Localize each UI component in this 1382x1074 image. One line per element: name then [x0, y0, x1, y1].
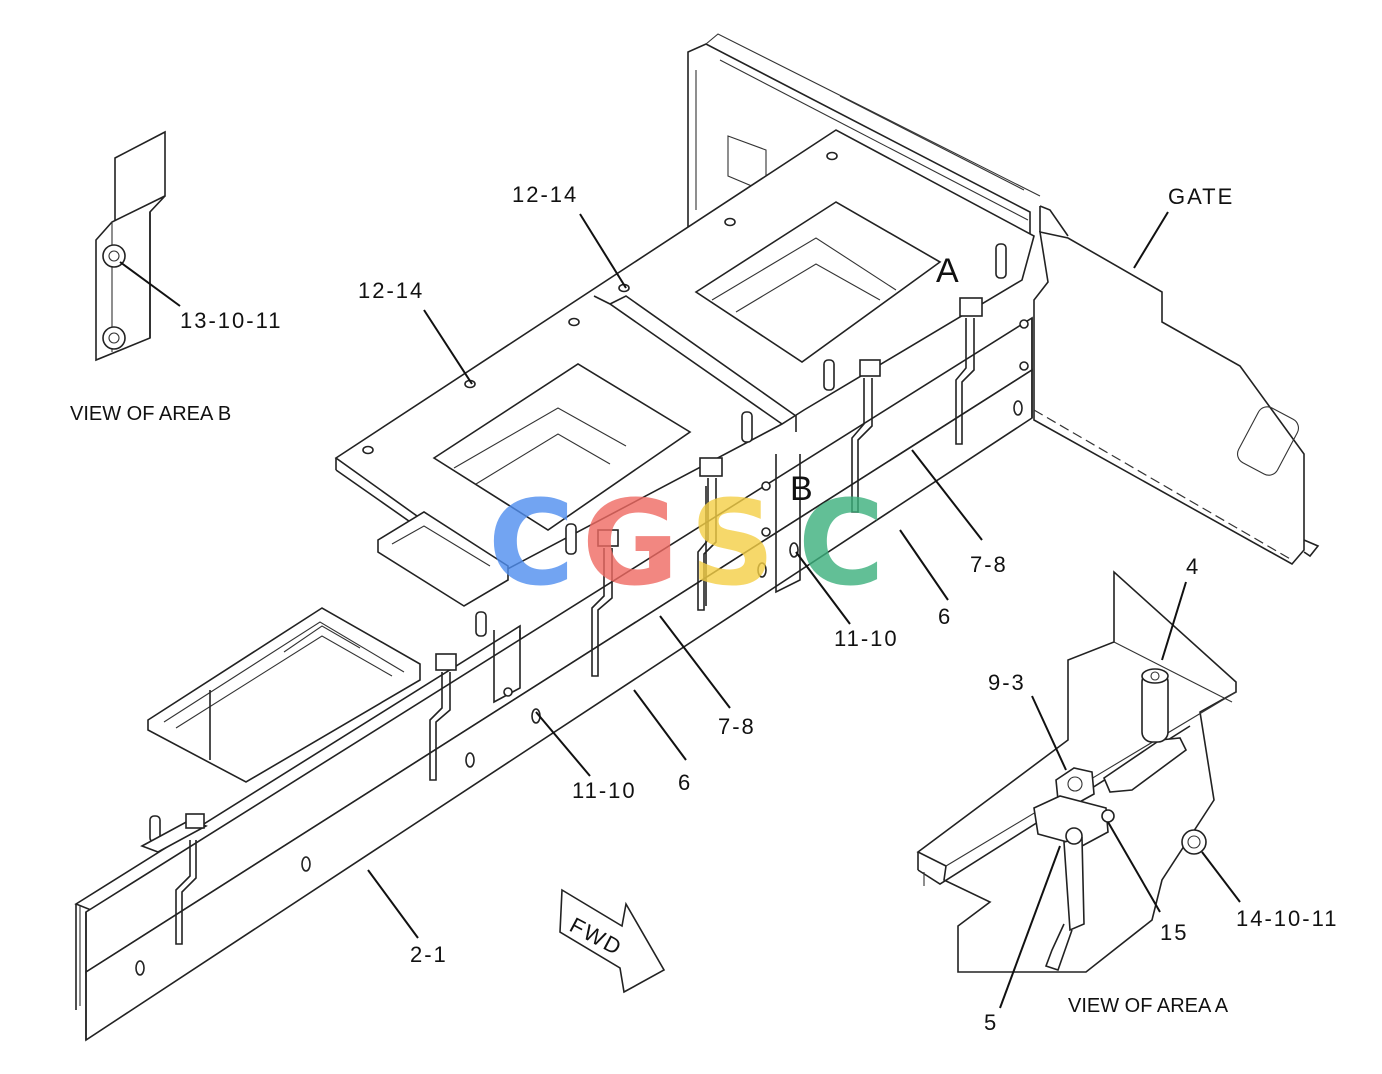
bolt-icon — [761, 481, 771, 491]
bolt-icon — [1181, 829, 1207, 855]
latch-icon — [955, 243, 1007, 445]
callout-6-left: 6 — [678, 770, 692, 795]
clip-icon — [301, 856, 311, 872]
bolt-icon — [1019, 319, 1029, 329]
bolt-icon — [1101, 809, 1115, 823]
callout-15: 15 — [1160, 920, 1188, 945]
latch-icon — [565, 523, 619, 677]
watermark-letter: C — [798, 474, 885, 612]
bolt-icon — [102, 244, 126, 268]
area-b-marker: B — [790, 470, 813, 508]
watermark-logo: C G S C — [488, 474, 885, 612]
clip-icon — [789, 542, 799, 558]
callout-12-14-upper: 12-14 — [512, 182, 578, 207]
callout-12-14-lower: 12-14 — [358, 278, 424, 303]
callout-9-3: 9-3 — [988, 670, 1026, 695]
bolt-icon — [503, 687, 513, 697]
latch-icon — [823, 359, 881, 513]
caption-view-area-a: VIEW OF AREA A — [1068, 995, 1229, 1017]
left-frame — [147, 511, 509, 783]
callout-7-8-left: 7-8 — [718, 714, 756, 739]
view-area-a-detail: 4 9-3 15 14-10-11 5 VIEW OF AREA A — [916, 554, 1338, 1035]
watermark-letter: C — [488, 474, 575, 612]
forward-arrow-icon: FWD — [559, 888, 666, 994]
callouts: 12-14 12-14 A B 7-8 6 11-10 7-8 6 11-10 … — [358, 182, 1008, 967]
clip-icon — [757, 562, 767, 578]
area-a-marker: A — [936, 252, 959, 290]
screw-icon — [724, 217, 736, 227]
top-cover-plate — [334, 129, 1035, 583]
clip-icon — [1013, 400, 1023, 416]
bolt-icon — [1065, 827, 1083, 845]
view-area-b-detail: 13-10-11 VIEW OF AREA B — [70, 130, 282, 425]
long-beam — [74, 316, 1033, 1042]
callout-14-10-11: 14-10-11 — [1236, 906, 1338, 931]
callout-2-1: 2-1 — [410, 942, 448, 967]
callout-13-10-11: 13-10-11 — [180, 308, 282, 333]
label-gate: GATE — [1168, 184, 1234, 209]
latch-assemblies — [140, 243, 1007, 945]
screw-icon — [568, 317, 580, 327]
callout-7-8-right: 7-8 — [970, 552, 1008, 577]
latch-icon — [140, 813, 208, 945]
bolt-icon — [1019, 361, 1029, 371]
watermark-letter: G — [582, 474, 679, 612]
screw-icon — [362, 445, 374, 455]
clip-icon — [135, 960, 145, 976]
pin-icon — [1141, 668, 1169, 743]
rear-panel — [687, 33, 1041, 240]
callout-4: 4 — [1186, 554, 1200, 579]
latch-icon — [429, 611, 487, 781]
gate: GATE — [1033, 184, 1320, 566]
caption-view-area-b: VIEW OF AREA B — [70, 403, 231, 425]
bolt-icon — [761, 527, 771, 537]
callout-5: 5 — [984, 1010, 998, 1035]
latch-icon — [697, 411, 753, 611]
watermark-letter: S — [690, 474, 775, 612]
clip-icon — [465, 752, 475, 768]
bolt-icon — [102, 326, 126, 350]
callout-11-10-left: 11-10 — [572, 778, 637, 803]
callout-6-right: 6 — [938, 604, 952, 629]
callout-11-10-right: 11-10 — [834, 626, 899, 651]
screw-icon — [826, 151, 838, 161]
